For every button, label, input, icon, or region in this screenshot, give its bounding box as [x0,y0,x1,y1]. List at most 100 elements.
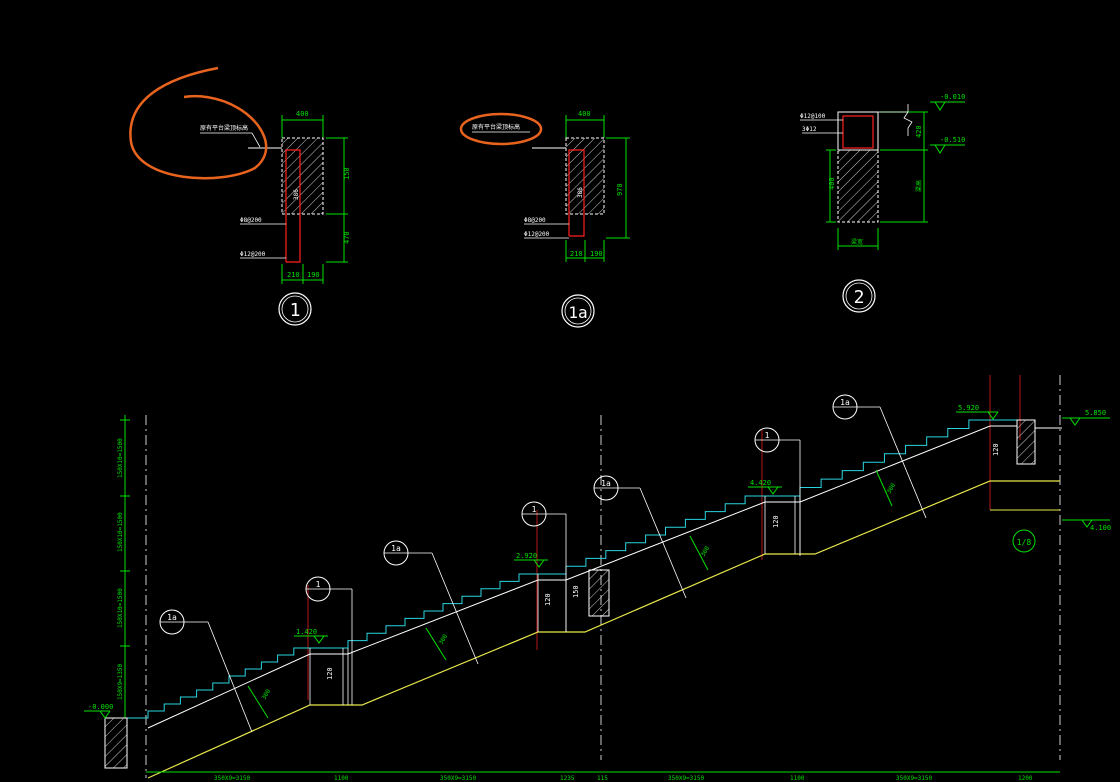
callout-7[interactable]: 1a [832,394,927,519]
level-markers [84,411,1110,719]
slab-thk-2: 120 [544,593,552,606]
callout-4-label: 1 [532,505,537,514]
detail-1-tag-circle [278,292,312,326]
level-0: -0.000 [88,703,113,711]
detail-1-dims [281,115,348,284]
callout-2[interactable]: 1 [305,576,353,705]
callout-1[interactable]: 1a [159,609,253,733]
step-thk-2: 300 [438,633,450,646]
callout-6-label: 1 [765,431,770,440]
detail-1a-note: 原有平台梁顶标高 [472,123,520,131]
callout-5[interactable]: 1a [593,475,687,599]
detail-2-left-dim: 400 [828,177,836,190]
bottom-dim-1: 350X9=3150 [214,775,251,782]
detail-1-tag: 1 [290,300,301,321]
beam-dim: 150 [572,585,580,598]
bottom-dim-7: 1100 [790,775,805,782]
level-5: 5.850 [1085,409,1106,417]
detail-1-bottom-dim-2: 190 [307,271,320,279]
bottom-dim-3: 350X9=3150 [440,775,477,782]
detail-1a-rebar-2-label: Φ12@200 [524,231,550,238]
detail-2-level-1: -0.010 [940,93,965,101]
detail-1-note-leader [251,132,261,148]
left-dim-3: 150X10=1500 [117,588,124,628]
detail-1-bottom-dim-1: 210 [287,271,300,279]
step-thk-3: 300 [700,545,712,558]
detail-1a-markup-circle [459,112,543,146]
detail-1-right-dim-1: 150 [343,167,351,180]
callout-5-label: 1a [601,479,611,488]
left-dim-4: 150X9=1350 [117,663,124,700]
callout-3-label: 1a [391,544,401,553]
detail-2-tag-inner [845,282,873,310]
level-2: 2.920 [516,552,537,560]
detail-2-right-dim-top: 420 [915,125,923,138]
detail-2-beam [837,149,879,223]
detail-1-rebar-1-label: Φ8@200 [240,217,262,224]
detail-1-rebar-2-label: Φ12@200 [240,251,266,258]
bottom-dim-5: 115 [597,775,608,782]
detail-1a-top-dim: 400 [578,110,591,118]
detail-1a-dims [565,115,630,262]
callout-7-label: 1a [840,398,850,407]
detail-2[interactable]: Φ12@100 3Φ12 400 梁宽 420 梁高 -0.010 -0.510 [800,93,965,313]
level-4: 5.920 [958,404,979,412]
detail-1-hatch-mark: 386 [293,189,300,200]
detail-1a-tag: 1a [568,303,587,322]
detail-1-note: 原有平台梁顶标高 [200,124,248,132]
detail-1a-hatch-mark: 386 [577,187,584,198]
detail-2-bottom-dim: 梁宽 [851,238,863,246]
detail-1-tag-inner [281,295,309,323]
bottom-dim-6: 350X9=3150 [668,775,705,782]
detail-2-tag-circle [842,279,876,313]
bottom-dim-2: 1100 [334,775,349,782]
callout-1-label: 1a [167,613,177,622]
detail-1-right-dim-2: 470 [343,231,351,244]
detail-1-rebar [285,149,301,263]
step-thk-4: 300 [886,482,898,495]
bottom-dim-8: 350X9=3150 [896,775,933,782]
detail-1a-bottom-dim-1: 210 [570,250,583,258]
level-3: 4.420 [750,479,771,487]
slab-thk-1: 120 [326,667,334,680]
detail-2-tag: 2 [854,287,865,308]
left-dim-1: 150X10=1500 [117,438,124,478]
axis-tag: 1/8 [1017,538,1032,547]
stair-profile [105,419,1017,719]
slab-thk-3: 120 [772,515,780,528]
detail-2-level-2: -0.510 [940,136,965,144]
stair-section[interactable]: 150X10=1500 150X10=1500 150X10=1500 150X… [84,375,1111,782]
detail-1a-rebar [568,149,585,237]
detail-1-top-dim: 400 [296,110,309,118]
callout-3[interactable]: 1a [383,540,479,665]
detail-2-right-dim-bottom: 梁高 [915,180,923,192]
detail-2-rebar-2-label: 3Φ12 [802,126,817,133]
step-thk-1: 300 [261,688,273,701]
bottom-dim-4: 1235 [560,775,575,782]
detail-2-rebar [842,115,874,149]
detail-1-beam [281,137,324,215]
diagonal-thk-dims [247,469,893,719]
detail-1a-tag-inner [564,297,592,325]
beam-top [1016,419,1036,465]
bottom-dim-9: 1200 [1018,775,1033,782]
axis-tag-circle [1012,529,1036,553]
detail-2-rebar-1-label: Φ12@100 [800,113,826,120]
detail-1[interactable]: 400 150 470 210 190 386 原有平台梁顶标高 Φ8@200 … [129,66,351,326]
level-6: 4.100 [1090,524,1111,532]
detail-1a-tag-circle [561,294,595,328]
callout-6[interactable]: 1 [754,427,801,556]
detail-1a-rebar-1-label: Φ8@200 [524,217,546,224]
level-1: 1.420 [296,628,317,636]
beam-bottom [104,717,128,769]
slab-thk-4: 120 [992,443,1000,456]
stair-underside [147,480,1060,779]
detail-1a[interactable]: 400 970 210 190 386 原有平台梁顶标高 Φ8@200 Φ12@… [459,110,630,328]
detail-2-break-line [903,104,913,136]
left-dim-2: 150X10=1500 [117,512,124,552]
detail-1-markup-circle [129,66,268,180]
callout-4[interactable]: 1 [521,501,567,632]
detail-1a-beam [565,137,605,215]
